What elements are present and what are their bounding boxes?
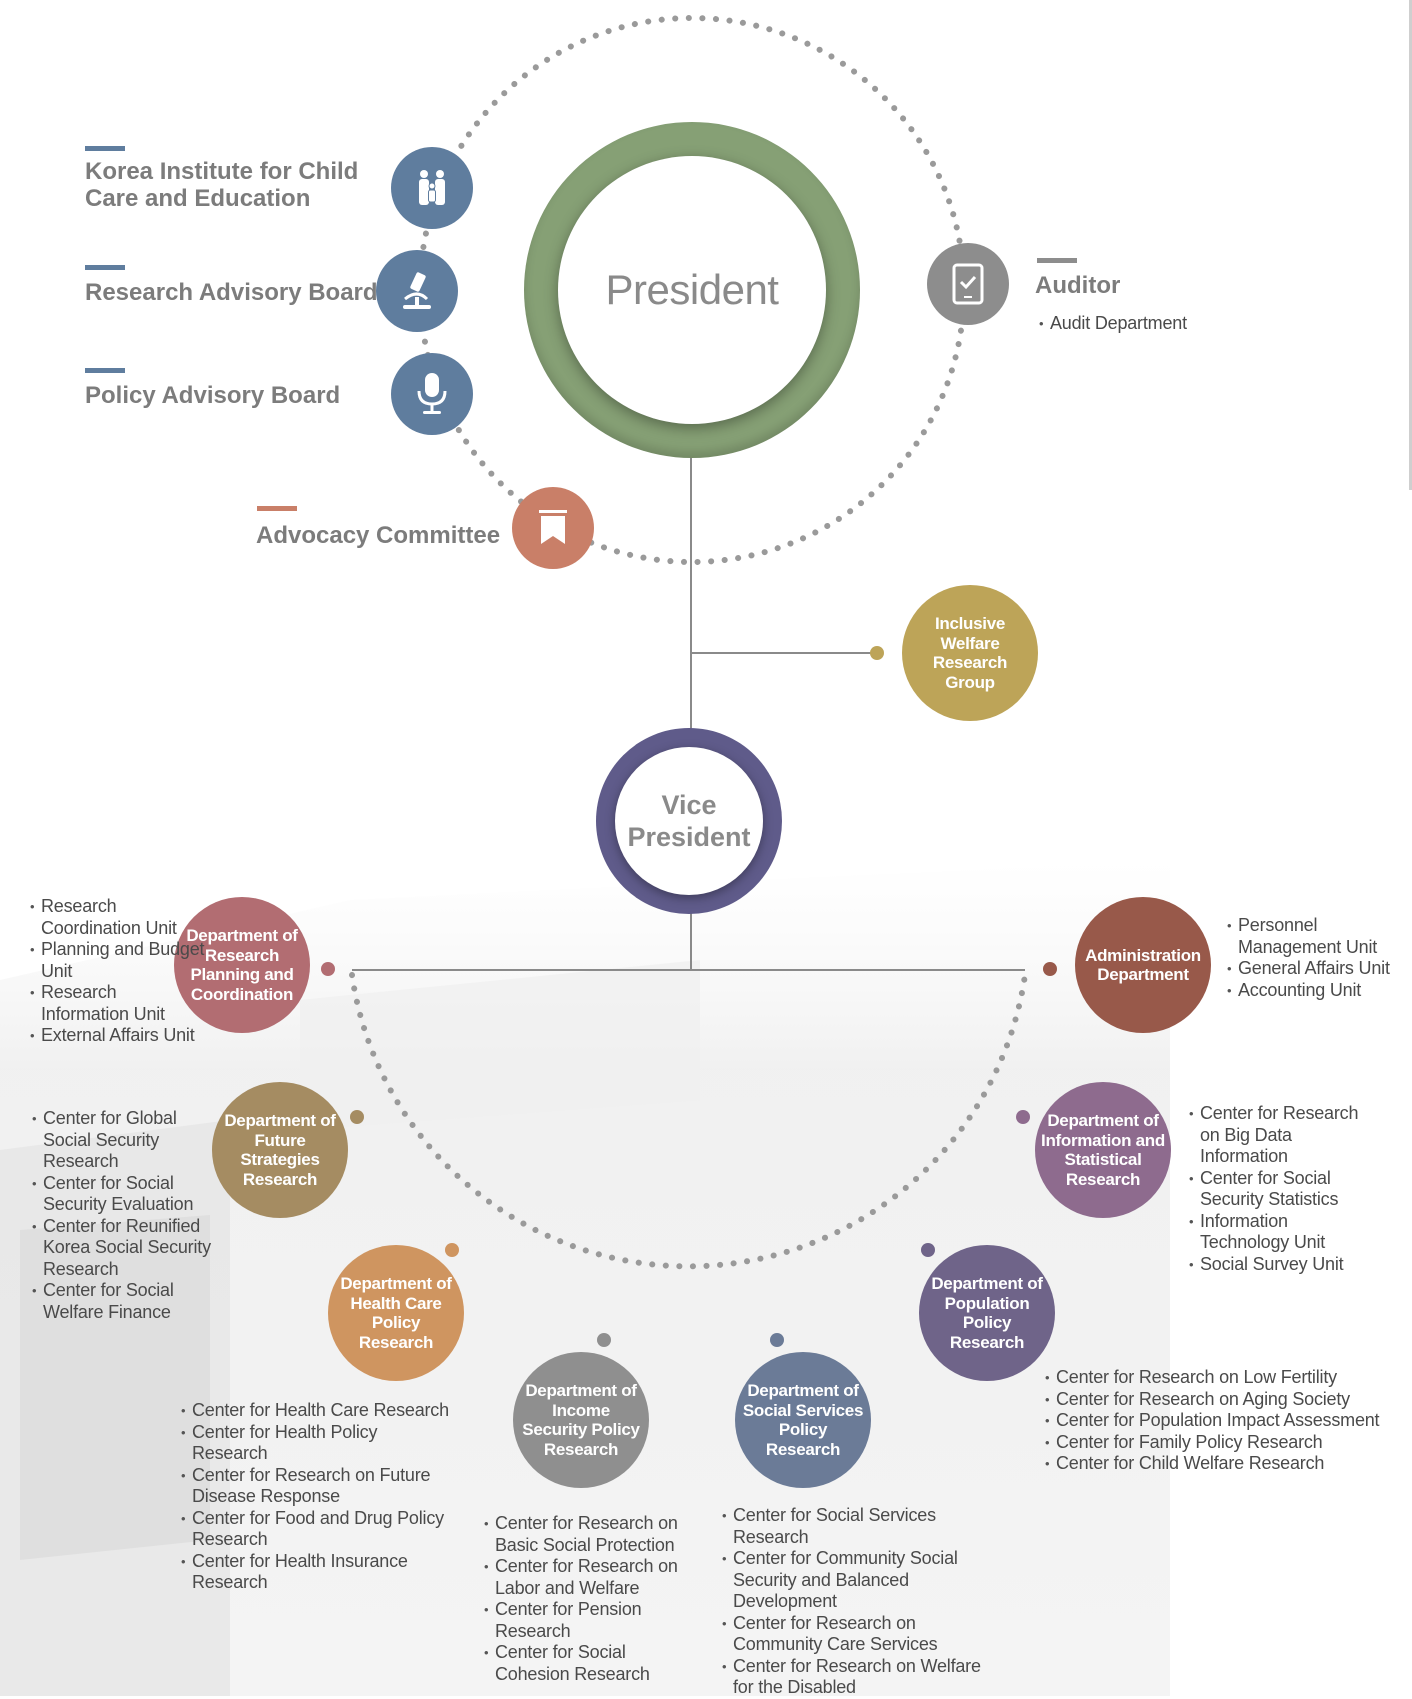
list-item: Personnel Management Unit [1227,915,1392,958]
scrollbar[interactable] [1409,0,1412,490]
dept-population: Department of Population Policy Research [919,1245,1055,1381]
list-item: External Affairs Unit [30,1025,205,1047]
pab-label: Policy Advisory Board [85,382,341,409]
inclusive-label: Inclusive Welfare Research Group [932,614,1008,692]
rab-node [376,250,458,332]
list-item: Center for Population Impact Assessment [1045,1410,1400,1432]
auditor-accent-bar [1037,258,1077,263]
planning-dot [321,962,335,976]
pab-accent-bar [85,368,125,373]
list-item: Center for Social Welfare Finance [32,1280,222,1323]
list-item: Center for Research on Labor and Welfare [484,1556,684,1599]
dept-health: Department of Health Care Policy Researc… [328,1245,464,1381]
inclusive-welfare-node: Inclusive Welfare Research Group [902,585,1038,721]
list-item: Center for Research on Low Fertility [1045,1367,1400,1389]
dept-info: Department of Information and Statistica… [1035,1082,1171,1218]
list-item: Center for Reunified Korea Social Securi… [32,1216,222,1281]
dept-future-list: Center for Global Social Security Resear… [32,1108,222,1323]
dept-social: Department of Social Services Policy Res… [735,1352,871,1488]
auditor-node [927,243,1009,325]
vp-line1: Vice [661,790,717,820]
family-icon [419,170,445,205]
dept-health-list: Center for Health Care Research Center f… [181,1400,456,1594]
list-item: Accounting Unit [1227,980,1392,1002]
population-dot [921,1243,935,1257]
list-item: Center for Food and Drug Policy Research [181,1508,456,1551]
social-dot [770,1333,784,1347]
list-item: Information Technology Unit [1189,1211,1364,1254]
list-item: Center for Social Security Evaluation [32,1173,222,1216]
president-label: President [605,266,779,313]
list-item: Planning and Budget Unit [30,939,205,982]
list-item: Center for Community Social Security and… [722,1548,987,1613]
vp-line2: President [627,822,751,852]
microscope-icon [403,272,431,309]
microphone-icon [417,373,447,414]
list-item: Center for Health Insurance Research [181,1551,456,1594]
dept-planning-list: Research Coordination Unit Planning and … [30,896,205,1047]
vice-president-node: Vice President [596,728,782,914]
rab-label: Research Advisory Board [85,279,378,306]
rab-accent-bar [85,265,125,270]
list-item: Research Coordination Unit [30,896,205,939]
auditor-list: Audit Department [1039,313,1279,335]
dept-admin-list: Personnel Management Unit General Affair… [1227,915,1392,1001]
list-item: Center for Research on Community Care Se… [722,1613,987,1656]
kice-accent-bar [85,146,125,151]
list-item: Center for Pension Research [484,1599,684,1642]
kice-node [391,147,473,229]
dept-social-label: Department of Social Services Policy Res… [742,1381,864,1459]
bookmark-icon [539,510,567,544]
dept-income-label: Department of Income Security Policy Res… [522,1381,640,1459]
dept-social-list: Center for Social Services Research Cent… [722,1505,987,1699]
list-item: Center for Health Policy Research [181,1422,456,1465]
pab-node [391,353,473,435]
admin-dot [1043,962,1057,976]
dept-income: Department of Income Security Policy Res… [513,1352,649,1488]
list-item: Center for Research on Basic Social Prot… [484,1513,684,1556]
future-dot [350,1110,364,1124]
advocacy-accent-bar [257,506,297,511]
dept-admin: Administration Department [1075,897,1211,1033]
auditor-title: Auditor [1035,272,1121,299]
list-item: Center for Child Welfare Research [1045,1453,1400,1475]
list-item: General Affairs Unit [1227,958,1392,980]
list-item: Center for Global Social Security Resear… [32,1108,222,1173]
advocacy-label: Advocacy Committee [256,522,501,549]
list-item: Center for Research on Aging Society [1045,1389,1400,1411]
list-item: Center for Social Security Statistics [1189,1168,1364,1211]
dept-income-list: Center for Research on Basic Social Prot… [484,1513,684,1685]
list-item: Center for Research on Big Data Informat… [1189,1103,1364,1168]
tablet-check-icon [952,263,984,305]
dept-admin-label: Administration Department [1085,945,1201,985]
inclusive-connector-dot [870,646,884,660]
list-item: Research Information Unit [30,982,205,1025]
kice-label: Korea Institute for Child Care and Educa… [85,158,359,212]
list-item: Social Survey Unit [1189,1254,1364,1276]
list-item: Center for Research on Future Disease Re… [181,1465,456,1508]
list-item: Center for Family Policy Research [1045,1432,1400,1454]
dept-population-label: Department of Population Policy Research [931,1274,1043,1352]
dept-planning-label: Department of Research Planning and Coor… [186,926,298,1004]
dept-future-label: Department of Future Strategies Research [224,1111,336,1189]
list-item: Center for Research on Welfare for the D… [722,1656,987,1699]
dept-future: Department of Future Strategies Research [212,1082,348,1218]
info-dot [1016,1110,1030,1124]
dept-info-label: Department of Information and Statistica… [1041,1111,1165,1189]
dept-info-list: Center for Research on Big Data Informat… [1189,1103,1364,1275]
president-node: President [524,122,860,458]
dept-population-list: Center for Research on Low Fertility Cen… [1045,1367,1400,1475]
income-dot [597,1333,611,1347]
departments-dotted-arc [349,972,1028,1270]
list-item: Center for Health Care Research [181,1400,456,1422]
health-dot [445,1243,459,1257]
dept-health-label: Department of Health Care Policy Researc… [340,1274,452,1352]
advocacy-node [512,487,594,569]
list-item: Center for Social Cohesion Research [484,1642,684,1685]
list-item: Audit Department [1039,313,1279,335]
list-item: Center for Social Services Research [722,1505,987,1548]
